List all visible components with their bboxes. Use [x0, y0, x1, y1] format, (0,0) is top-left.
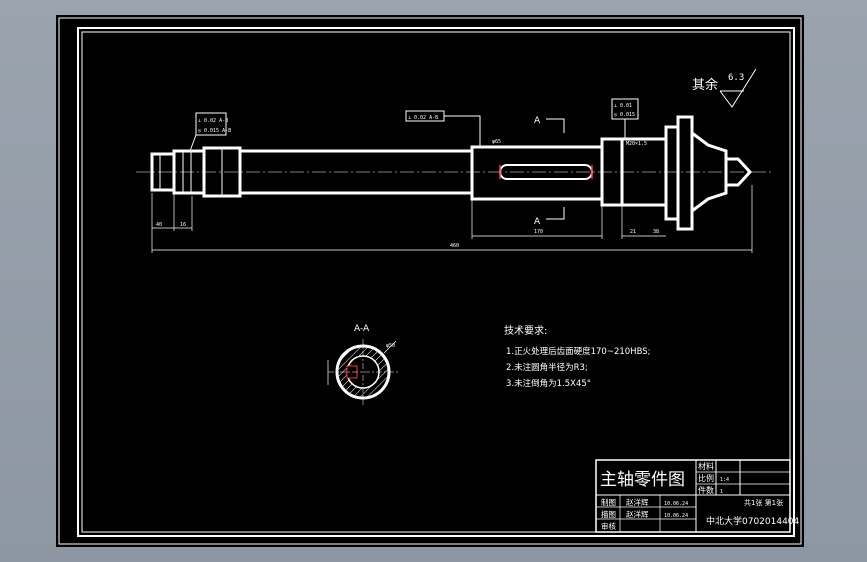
dim-overall-length: 460 — [450, 243, 459, 249]
inner-frame — [77, 27, 795, 537]
dim-left-2: 16 — [180, 222, 186, 228]
title-block-school: 中北大学0702014404 — [706, 515, 800, 527]
border-frame — [81, 31, 791, 533]
svg-text:◎ 0.015: ◎ 0.015 — [614, 112, 635, 118]
shaft-taper — [690, 130, 728, 214]
shaft-tip — [726, 157, 753, 187]
svg-text:⊥ 0.02 A-B: ⊥ 0.02 A-B — [198, 118, 228, 124]
svg-text:1:4: 1:4 — [720, 477, 729, 483]
technical-requirements: 技术要求: 1.正火处理后齿面硬度170~210HBS; 2.未注圆角半径为R3… — [504, 324, 651, 389]
title-block-title: 主轴零件图 — [600, 470, 685, 490]
shaft-flange — [676, 115, 694, 231]
surface-finish-note: 其余 6.3 — [692, 68, 757, 108]
tech-req-item-1: 1.正火处理后齿面硬度170~210HBS; — [506, 346, 651, 357]
svg-text:6.3: 6.3 — [728, 73, 744, 83]
svg-text:赵洋辉: 赵洋辉 — [626, 509, 649, 519]
svg-text:◎ 0.015 A-B: ◎ 0.015 A-B — [198, 128, 231, 134]
svg-text:10.06.24: 10.06.24 — [664, 501, 688, 507]
svg-text:10.06.24: 10.06.24 — [664, 513, 688, 519]
tolerance-frame-2: ⊥ 0.02 A-B — [405, 110, 481, 147]
svg-text:件数: 件数 — [698, 485, 714, 495]
section-view-aa: A-A φ50 — [327, 324, 398, 405]
outer-frame — [58, 17, 802, 545]
title-block: 主轴零件图 材料 比例 1:4 件数 1 共1张 第1张 制图 赵洋辉 10.0… — [595, 459, 800, 533]
svg-text:材料: 材料 — [698, 461, 714, 471]
svg-text:φ50: φ50 — [386, 343, 395, 349]
section-mark-bottom: A — [534, 217, 541, 227]
svg-text:制图: 制图 — [601, 497, 616, 507]
section-view-label: A-A — [354, 324, 370, 334]
svg-text:审核: 审核 — [601, 521, 616, 531]
shaft-collar — [664, 125, 680, 221]
tech-req-item-3: 3.未注倒角为1.5X45° — [506, 378, 591, 389]
svg-text:比例: 比例 — [698, 473, 714, 483]
dimension-lines: 460 40 16 170 21 38 — [151, 185, 753, 253]
svg-text:赵洋辉: 赵洋辉 — [626, 497, 649, 507]
svg-text:其余: 其余 — [692, 77, 718, 93]
cad-drawing: 其余 6.3 ⊥ 0.02 A-B ◎ 0.015 A-B ⊥ 0.02 A-B — [58, 17, 802, 545]
svg-text:⊥ 0.01: ⊥ 0.01 — [614, 103, 632, 109]
svg-text:共1张 第1张: 共1张 第1张 — [744, 498, 783, 507]
svg-text:1: 1 — [720, 489, 723, 495]
thread-callout: M20×1.5 — [626, 141, 647, 147]
dim-right-1: 21 — [630, 229, 636, 235]
svg-text:描图: 描图 — [601, 509, 616, 519]
dim-keyway-length: 170 — [534, 229, 543, 235]
fit-callout: φ65 — [492, 139, 501, 145]
tech-req-item-2: 2.未注圆角半径为R3; — [506, 362, 588, 373]
dim-left-1: 40 — [156, 222, 162, 228]
section-mark-top: A — [534, 116, 541, 126]
shaft-main-view — [150, 115, 753, 231]
tech-req-title: 技术要求: — [504, 324, 547, 337]
drawing-sheet: 其余 6.3 ⊥ 0.02 A-B ◎ 0.015 A-B ⊥ 0.02 A-B — [56, 15, 804, 547]
tolerance-frame-3: ⊥ 0.01 ◎ 0.015 — [611, 98, 639, 139]
svg-text:⊥ 0.02 A-B: ⊥ 0.02 A-B — [408, 115, 438, 121]
dim-right-2: 38 — [653, 229, 659, 235]
tolerance-frame-1: ⊥ 0.02 A-B ◎ 0.015 A-B — [189, 112, 231, 152]
shaft-keyway-section — [470, 145, 604, 201]
